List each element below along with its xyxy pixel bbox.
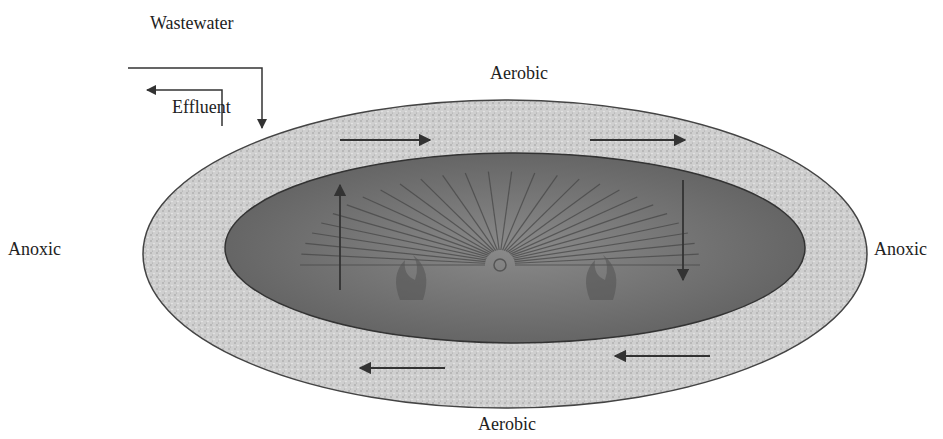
sun-rays	[300, 172, 700, 265]
ray-stroke	[513, 214, 668, 257]
ray-stroke	[363, 197, 490, 254]
ray-stroke	[511, 205, 653, 255]
ray-stroke	[347, 205, 489, 255]
flow-arrows	[340, 140, 710, 368]
ray-stroke	[509, 190, 619, 253]
ray-stroke	[400, 184, 493, 252]
emblem-dot	[494, 259, 506, 271]
outflow-label: Effluent	[172, 98, 231, 118]
ray-stroke	[300, 264, 485, 265]
flame-figure	[586, 255, 616, 300]
ray-stroke	[312, 233, 486, 260]
ray-stroke	[506, 179, 579, 251]
inner-island	[225, 153, 805, 343]
zone-label: Anoxic	[874, 240, 927, 260]
zone-label: Aerobic	[478, 415, 536, 435]
flame-figure	[396, 255, 426, 300]
inflow-arrow	[128, 68, 262, 128]
ray-stroke	[333, 214, 488, 257]
ray-stroke	[465, 173, 497, 250]
inflow-label: Wastewater	[150, 14, 234, 34]
ray-stroke	[321, 223, 486, 258]
ray-stroke	[488, 172, 499, 250]
ray-stroke	[443, 175, 496, 250]
ray-stroke	[504, 175, 557, 250]
zone-label: Aerobic	[490, 64, 548, 84]
ray-stroke	[501, 172, 512, 250]
outer-channel	[143, 100, 867, 408]
ray-stroke	[508, 184, 601, 252]
zone-label: Anoxic	[8, 240, 61, 260]
